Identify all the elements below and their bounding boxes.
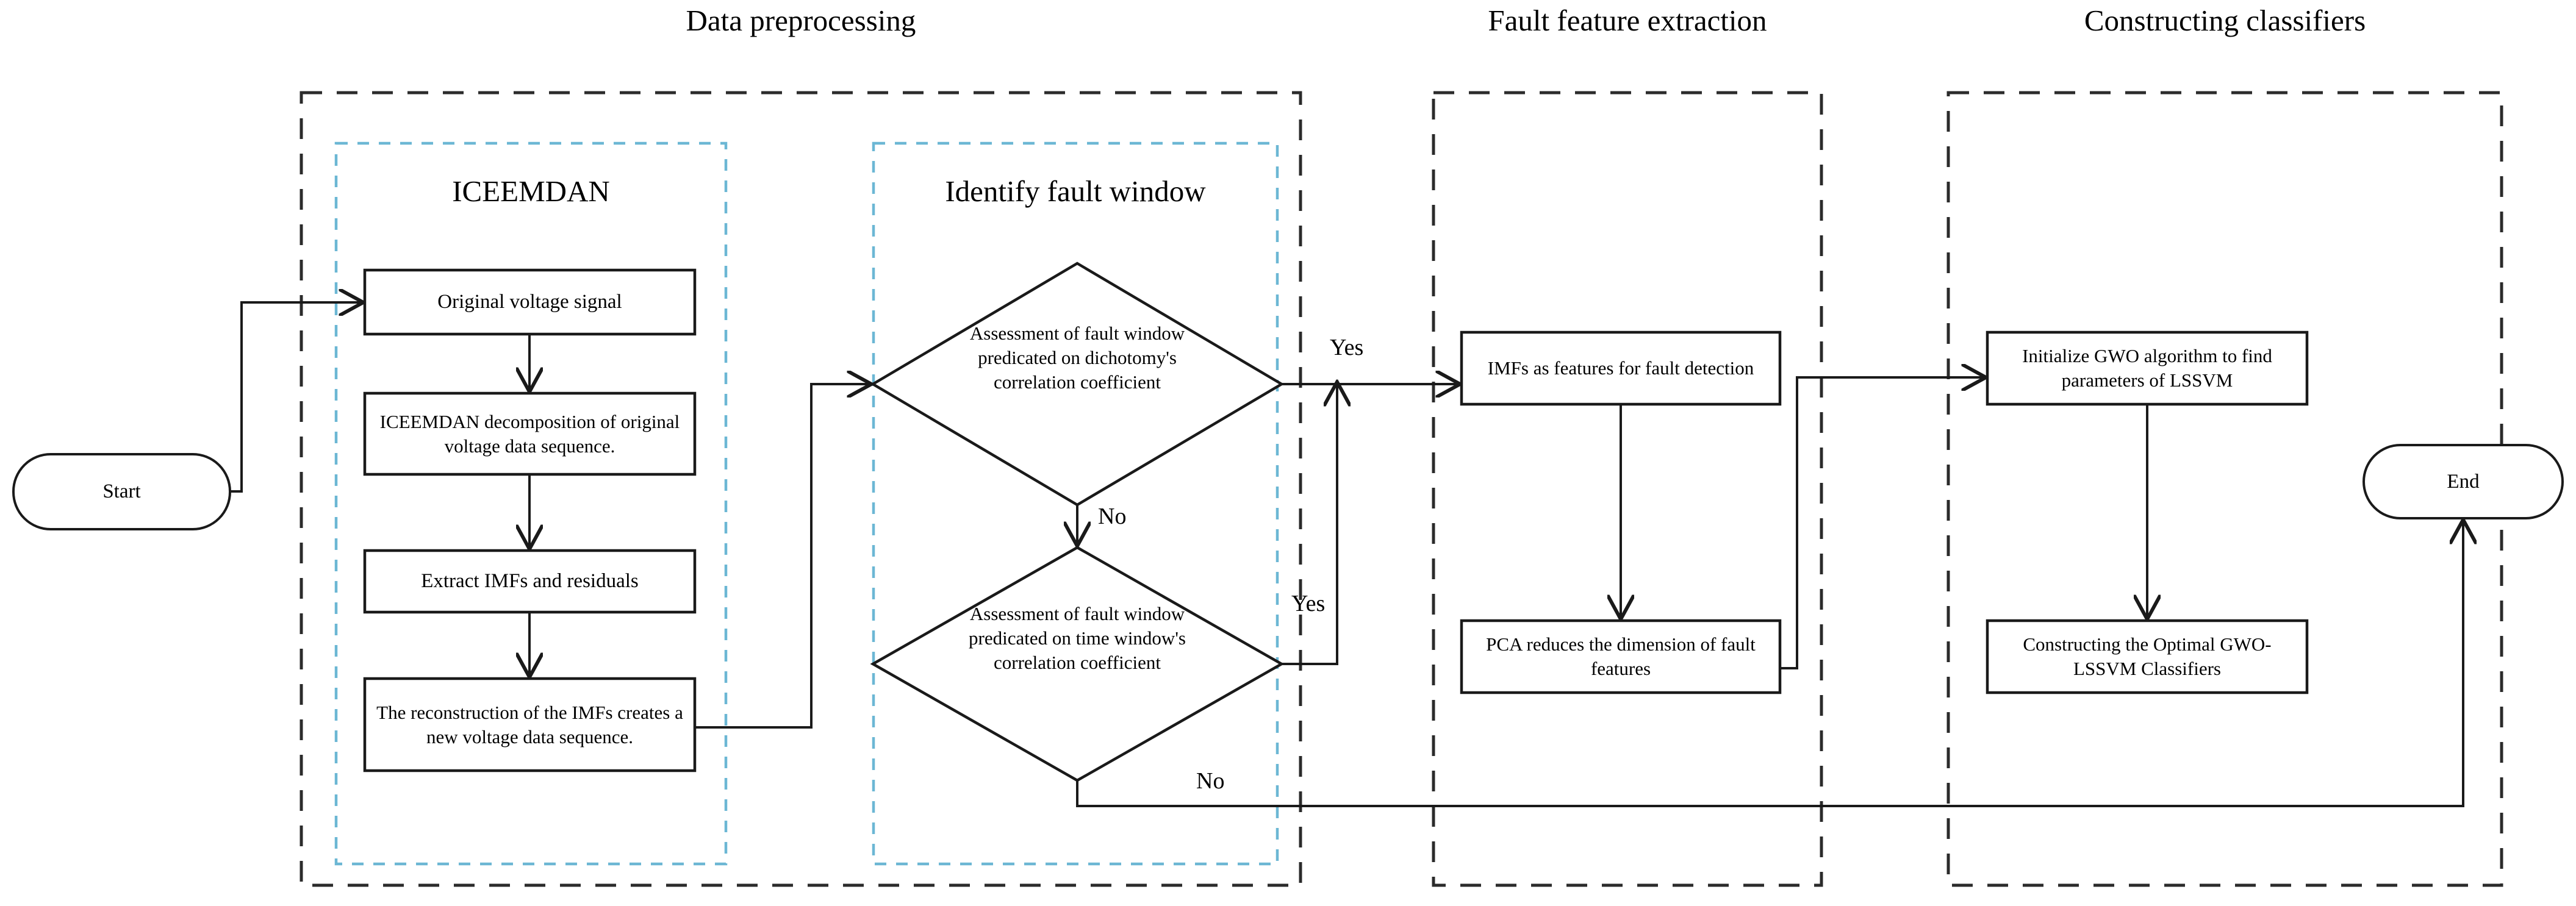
group-box-iceemdan [334, 141, 728, 866]
edge-pca-to-initialize-gwo [1780, 377, 1984, 669]
phase-box-data-preprocessing [300, 91, 1302, 887]
edge-label-no-middle: No [1098, 504, 1127, 529]
edge-time-window-no-to-end [1076, 522, 2463, 807]
node-box-reconstruction [363, 677, 697, 772]
node-box-extract-imfs [363, 549, 697, 614]
edge-time-window-yes-to-imfs [1282, 384, 1337, 665]
node-box-imfs-features [1460, 330, 1782, 406]
node-box-iceemdan-decomposition [363, 391, 697, 476]
edge-reconstruction-to-dichotomy [695, 384, 869, 729]
edge-label-yes-lower: Yes [1291, 591, 1326, 616]
group-title-iceemdan: ICEEMDAN [452, 174, 610, 208]
node-box-pca-reduce [1460, 619, 1782, 694]
group-box-identify-fault-window [872, 141, 1279, 866]
phase-title-constructing-classifiers: Constructing classifiers [2084, 4, 2366, 37]
group-title-identify-fault-window: Identify fault window [945, 174, 1206, 208]
edge-label-yes-top: Yes [1330, 335, 1364, 360]
node-diamond-dichotomy [870, 262, 1285, 507]
edge-label-no-bottom: No [1196, 768, 1225, 794]
terminal-start-label[interactable]: Start [102, 480, 141, 502]
edge-start-to-original [230, 302, 361, 493]
node-diamond-time-window [870, 546, 1285, 782]
terminal-end-label[interactable]: End [2447, 470, 2480, 493]
node-box-initialize-gwo [1986, 330, 2309, 406]
phase-title-fault-feature-extraction: Fault feature extraction [1488, 4, 1767, 37]
phase-title-data-preprocessing: Data preprocessing [686, 4, 916, 37]
node-box-construct-classifiers [1986, 619, 2309, 694]
node-box-original-voltage-signal [363, 268, 697, 336]
phase-box-fault-feature-extraction [1432, 91, 1823, 887]
